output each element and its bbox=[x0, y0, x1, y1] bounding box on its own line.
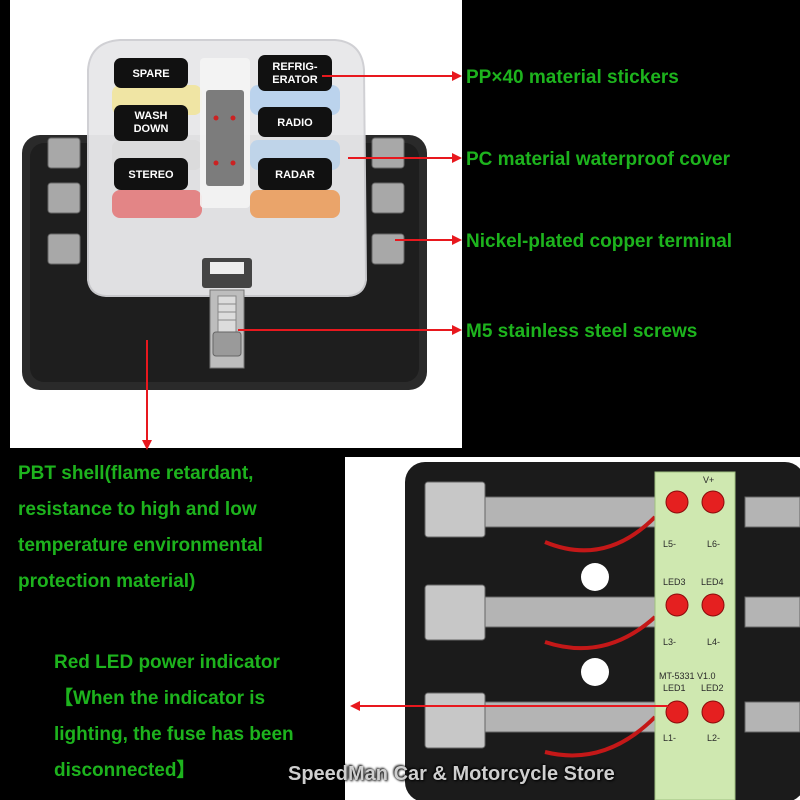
led-6 bbox=[701, 490, 725, 514]
led-line-3: lighting, the fuse has been bbox=[54, 724, 294, 745]
m5-screw bbox=[209, 289, 245, 369]
shell-line-4: protection material) bbox=[18, 571, 196, 592]
led-board-photo: V+ L5- L6- LED3 LED4 L3- L4- MT-5331 V1.… bbox=[345, 457, 800, 800]
led-3 bbox=[665, 593, 689, 617]
shell-line-1: PBT shell(flame retardant, bbox=[18, 463, 254, 484]
sticker-stereo: STEREO bbox=[114, 158, 188, 190]
fuse-box-photo: SPARE REFRIG- ERATOR WASH DOWN RADIO STE… bbox=[10, 0, 462, 448]
shell-line-2: resistance to high and low bbox=[18, 499, 257, 520]
led-description: Red LED power indicator 【When the indica… bbox=[54, 645, 294, 789]
left-terminals bbox=[47, 137, 81, 265]
fuse-box-illustration: SPARE REFRIG- ERATOR WASH DOWN RADIO STE… bbox=[22, 39, 427, 390]
svg-text:L2-: L2- bbox=[707, 733, 720, 743]
shell-description: PBT shell(flame retardant, resistance to… bbox=[18, 456, 263, 600]
led-line-4: disconnected】 bbox=[54, 760, 196, 781]
svg-text:RADAR: RADAR bbox=[275, 169, 315, 181]
svg-text:ERATOR: ERATOR bbox=[272, 74, 317, 86]
callout-stickers: PP×40 material stickers bbox=[466, 67, 679, 88]
svg-text:L4-: L4- bbox=[707, 637, 720, 647]
svg-text:LED1: LED1 bbox=[663, 683, 686, 693]
store-watermark: SpeedMan Car & Motorcycle Store bbox=[288, 763, 615, 785]
sticker-radio: RADIO bbox=[258, 107, 332, 137]
svg-text:MT-5331 V1.0: MT-5331 V1.0 bbox=[659, 671, 716, 681]
led-4 bbox=[701, 593, 725, 617]
shell-line-3: temperature environmental bbox=[18, 535, 263, 556]
svg-text:LED3: LED3 bbox=[663, 577, 686, 587]
svg-text:LED4: LED4 bbox=[701, 577, 724, 587]
svg-text:WASH: WASH bbox=[135, 110, 168, 122]
led-2 bbox=[701, 700, 725, 724]
svg-text:V+: V+ bbox=[703, 475, 714, 485]
pcb-strip bbox=[654, 471, 736, 800]
led-line-2: 【When the indicator is bbox=[54, 688, 266, 709]
sticker-spare: SPARE bbox=[114, 58, 188, 88]
svg-text:L3-: L3- bbox=[663, 637, 676, 647]
svg-text:STEREO: STEREO bbox=[128, 169, 174, 181]
sticker-radar: RADAR bbox=[258, 158, 332, 190]
led-line-1: Red LED power indicator bbox=[54, 652, 280, 673]
svg-text:DOWN: DOWN bbox=[134, 123, 169, 135]
svg-text:REFRIG-: REFRIG- bbox=[272, 61, 318, 73]
led-board-illustration: V+ L5- L6- LED3 LED4 L3- L4- MT-5331 V1.… bbox=[405, 462, 800, 800]
svg-text:L1-: L1- bbox=[663, 733, 676, 743]
right-terminals bbox=[371, 137, 405, 265]
svg-text:SPARE: SPARE bbox=[132, 68, 169, 80]
red-leds bbox=[665, 490, 725, 724]
callout-terminal: Nickel-plated copper terminal bbox=[466, 231, 733, 252]
svg-text:RADIO: RADIO bbox=[277, 117, 313, 129]
callout-cover: PC material waterproof cover bbox=[466, 149, 730, 170]
sticker-refrigerator: REFRIG- ERATOR bbox=[258, 55, 332, 91]
svg-text:L6-: L6- bbox=[707, 539, 720, 549]
svg-text:LED2: LED2 bbox=[701, 683, 724, 693]
led-5 bbox=[665, 490, 689, 514]
svg-text:L5-: L5- bbox=[663, 539, 676, 549]
sticker-wash-down: WASH DOWN bbox=[114, 105, 188, 141]
callout-screws: M5 stainless steel screws bbox=[466, 321, 698, 342]
led-1 bbox=[665, 700, 689, 724]
